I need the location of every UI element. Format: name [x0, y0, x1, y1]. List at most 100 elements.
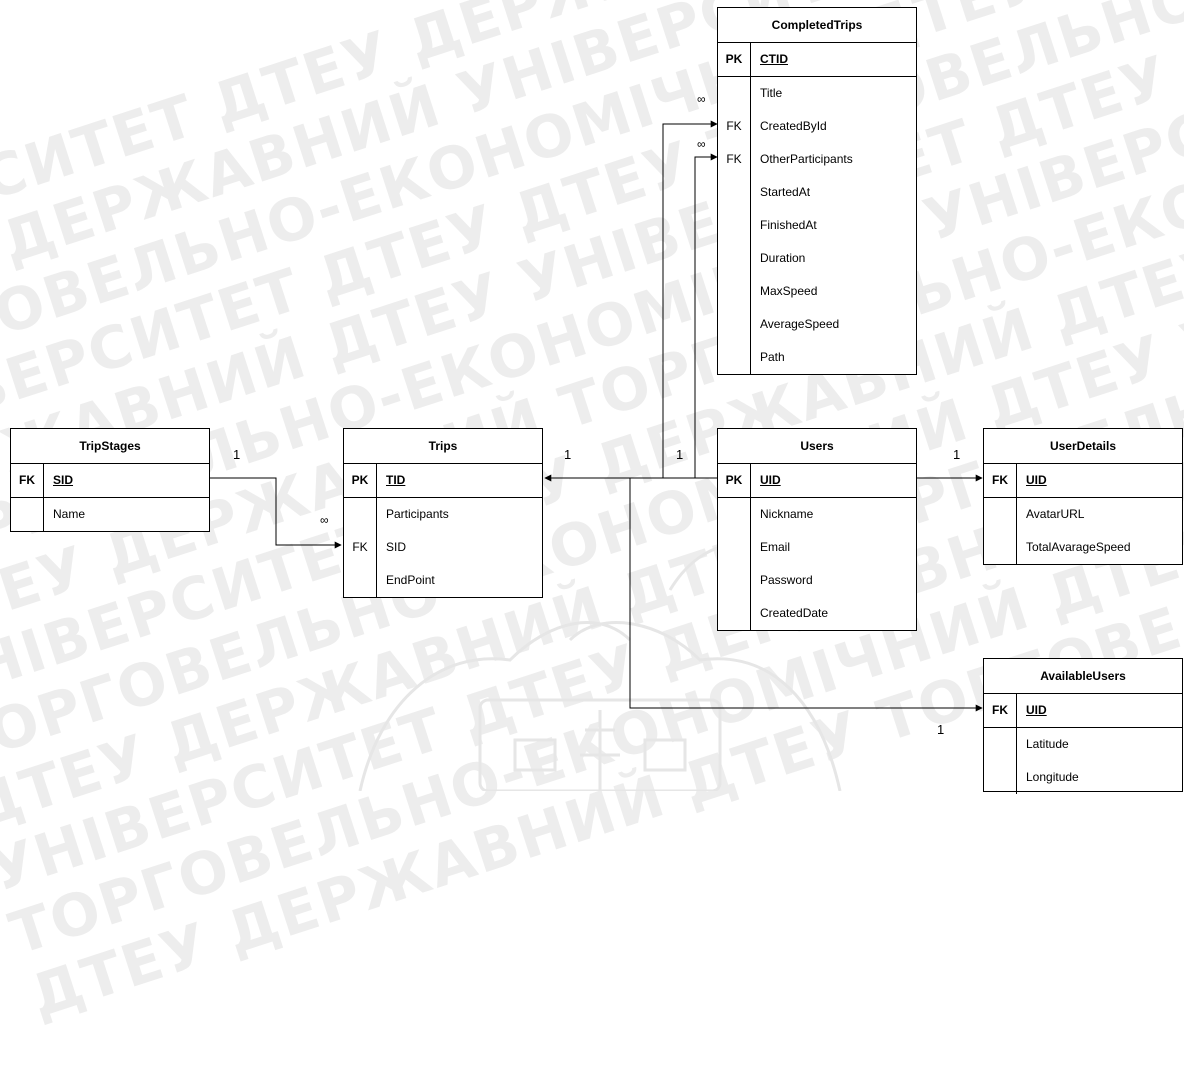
entity-field-row: StartedAt [718, 176, 916, 209]
link-users-completedtrips-otherparticipants [695, 157, 717, 478]
field-tag [718, 341, 751, 374]
field-name: Path [760, 341, 785, 374]
key-field: UID [1026, 464, 1047, 497]
field-tag [984, 728, 1017, 761]
entity-title: TripStages [11, 429, 209, 464]
entity-field-row: Longitude [984, 761, 1182, 794]
link-tripstages-trips [210, 478, 341, 545]
cardinality-label: ∞ [697, 92, 706, 106]
entity-field-row: FinishedAt [718, 209, 916, 242]
field-name: FinishedAt [760, 209, 817, 242]
field-tag [718, 176, 751, 209]
key-field: UID [1026, 694, 1047, 727]
entity-users[interactable]: Users PK UID Nickname Email Password Cre… [717, 428, 917, 631]
field-name: Latitude [1026, 728, 1069, 761]
entity-tripstages[interactable]: TripStages FK SID Name [10, 428, 210, 532]
field-tag [718, 597, 751, 630]
field-name: Nickname [760, 498, 813, 531]
field-tag [718, 564, 751, 597]
entity-title: AvailableUsers [984, 659, 1182, 694]
field-name: Duration [760, 242, 805, 275]
field-tag [718, 498, 751, 531]
entity-title: Trips [344, 429, 542, 464]
cardinality-label: 1 [953, 447, 960, 462]
field-name: AvatarURL [1026, 498, 1084, 531]
link-users-completedtrips-createdbyid [663, 124, 717, 478]
entity-completedtrips[interactable]: CompletedTrips PK CTID Title FK CreatedBy… [717, 7, 917, 375]
field-tag [718, 209, 751, 242]
entity-field-row: Nickname [718, 498, 916, 531]
field-tag [984, 531, 1017, 564]
cardinality-label: 1 [676, 447, 683, 462]
field-tag [984, 498, 1017, 531]
entity-title: Users [718, 429, 916, 464]
entity-trips[interactable]: Trips PK TID Participants FK SID EndPoint [343, 428, 543, 598]
cardinality-label: ∞ [320, 513, 329, 527]
cardinality-label: 1 [937, 722, 944, 737]
key-tag: PK [344, 464, 377, 497]
entity-field-row: Duration [718, 242, 916, 275]
field-tag [718, 308, 751, 341]
field-tag: FK [718, 143, 751, 176]
field-name: Participants [386, 498, 449, 531]
field-name: EndPoint [386, 564, 435, 597]
cardinality-label: 1 [564, 447, 571, 462]
entity-field-row: Password [718, 564, 916, 597]
entity-field-row: AvatarURL [984, 498, 1182, 531]
field-tag [11, 498, 44, 531]
field-name: AverageSpeed [760, 308, 839, 341]
key-tag: FK [11, 464, 44, 497]
field-tag [718, 77, 751, 110]
field-name: Email [760, 531, 790, 564]
key-field: CTID [760, 43, 788, 76]
entity-field-row: FK OtherParticipants [718, 143, 916, 176]
field-tag [718, 275, 751, 308]
key-field: TID [386, 464, 405, 497]
field-tag: FK [344, 531, 377, 564]
key-field: UID [760, 464, 781, 497]
entity-key-row: PK UID [718, 464, 916, 498]
cardinality-label: 1 [233, 447, 240, 462]
entity-field-row: Path [718, 341, 916, 374]
key-tag: PK [718, 464, 751, 497]
entity-field-row: Participants [344, 498, 542, 531]
key-field: SID [53, 464, 73, 497]
field-tag [718, 242, 751, 275]
field-name: TotalAvarageSpeed [1026, 531, 1131, 564]
field-tag: FK [718, 110, 751, 143]
field-name: Password [760, 564, 813, 597]
entity-field-row: EndPoint [344, 564, 542, 597]
entity-title: UserDetails [984, 429, 1182, 464]
key-tag: PK [718, 43, 751, 76]
entity-key-row: FK SID [11, 464, 209, 498]
entity-key-row: FK UID [984, 694, 1182, 728]
field-tag [344, 564, 377, 597]
key-tag: FK [984, 464, 1017, 497]
entity-field-row: CreatedDate [718, 597, 916, 630]
entity-key-row: PK CTID [718, 43, 916, 77]
entity-availableusers[interactable]: AvailableUsers FK UID Latitude Longitude [983, 658, 1183, 792]
cardinality-label: ∞ [697, 137, 706, 151]
field-name: CreatedById [760, 110, 827, 143]
field-name: OtherParticipants [760, 143, 853, 176]
field-name: StartedAt [760, 176, 810, 209]
entity-field-row: Email [718, 531, 916, 564]
field-name: Title [760, 77, 782, 110]
entity-field-row: Title [718, 77, 916, 110]
field-name: SID [386, 531, 406, 564]
entity-field-row: MaxSpeed [718, 275, 916, 308]
field-tag [984, 761, 1017, 794]
entity-key-row: PK TID [344, 464, 542, 498]
field-name: Name [53, 498, 85, 531]
entity-field-row: Name [11, 498, 209, 531]
entity-userdetails[interactable]: UserDetails FK UID AvatarURL TotalAvarag… [983, 428, 1183, 565]
entity-field-row: FK SID [344, 531, 542, 564]
key-tag: FK [984, 694, 1017, 727]
field-name: MaxSpeed [760, 275, 817, 308]
entity-title: CompletedTrips [718, 8, 916, 43]
field-name: CreatedDate [760, 597, 828, 630]
entity-key-row: FK UID [984, 464, 1182, 498]
entity-field-row: FK CreatedById [718, 110, 916, 143]
entity-field-row: AverageSpeed [718, 308, 916, 341]
field-tag [718, 531, 751, 564]
